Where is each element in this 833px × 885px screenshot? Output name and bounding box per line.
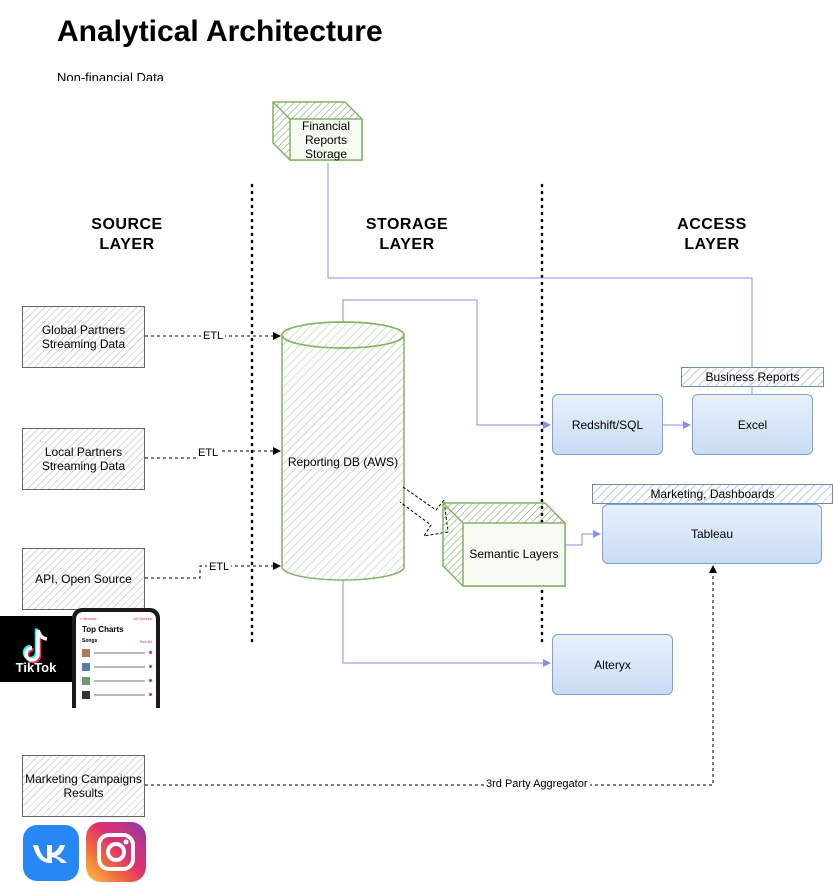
semantic-layer-label[interactable]: Semantic Layers xyxy=(469,547,559,561)
source-local-partners[interactable]: Local Partners Streaming Data xyxy=(22,428,145,490)
access-layer-heading: ACCESS LAYER xyxy=(677,216,747,253)
page-title: Analytical Architecture xyxy=(57,15,383,48)
reporting-db-label[interactable]: Reporting DB (AWS) xyxy=(287,455,399,469)
edge-db-semantic xyxy=(399,486,449,537)
instagram-icon xyxy=(86,822,146,882)
reporting-db-cylinder xyxy=(281,321,405,581)
instagram-camera-icon xyxy=(97,833,135,871)
edge-semantic-tableau xyxy=(565,530,601,546)
aggregator-label: 3rd Party Aggregator xyxy=(484,778,590,791)
edge-marketing-tableau xyxy=(145,565,717,786)
etl-label-global: ETL xyxy=(201,330,226,343)
source-global-partners[interactable]: Global Partners Streaming Data xyxy=(22,306,145,368)
edge-db-redshift xyxy=(342,299,551,429)
business-reports-band: Business Reports xyxy=(681,367,824,387)
vk-logo: VK xyxy=(23,825,79,881)
edge-db-alteryx xyxy=(342,580,551,667)
phone-nav-back: < Browse xyxy=(80,616,97,621)
edge-financial-excel xyxy=(327,163,753,394)
phone-section: Songs xyxy=(82,638,98,644)
etl-edge-api xyxy=(145,562,281,579)
page-subtitle: Non-financial Data xyxy=(57,70,164,81)
source-marketing-campaigns[interactable]: Marketing Campaigns Results xyxy=(22,755,145,817)
phone-screenshot: < Browse All Genres Top Charts Songs See… xyxy=(72,608,160,708)
etl-label-local: ETL xyxy=(196,447,221,460)
financial-storage-label[interactable]: Financial Reports Storage xyxy=(301,118,351,161)
redshift-sql-box[interactable]: Redshift/SQL xyxy=(552,394,663,455)
vk-icon xyxy=(33,845,67,863)
marketing-dashboards-band: Marketing, Dashboards xyxy=(592,484,833,504)
list-item xyxy=(82,690,152,699)
tiktok-note-icon xyxy=(22,628,48,664)
phone-nav-genres: All Genres xyxy=(133,616,152,621)
alteryx-box[interactable]: Alteryx xyxy=(552,634,673,695)
list-item xyxy=(82,676,152,685)
list-item xyxy=(82,662,152,671)
tiktok-wordmark: TikTok xyxy=(15,660,57,675)
phone-screen: < Browse All Genres Top Charts Songs See… xyxy=(76,612,156,708)
phone-header: Top Charts xyxy=(82,625,124,634)
phone-see-all: See All xyxy=(139,639,152,644)
phone-song-list xyxy=(82,648,152,704)
tiktok-logo: TikTok xyxy=(0,616,72,682)
storage-layer-heading: STORAGE LAYER xyxy=(365,216,449,253)
source-layer-heading: SOURCE LAYER xyxy=(91,216,163,253)
list-item xyxy=(82,648,152,657)
source-api-open-source[interactable]: API, Open Source xyxy=(22,548,145,610)
financial-storage-cube xyxy=(272,101,363,161)
etl-label-api: ETL xyxy=(207,561,232,574)
semantic-layer-cube xyxy=(442,502,566,587)
excel-box[interactable]: Excel xyxy=(692,394,813,455)
tableau-box[interactable]: Tableau xyxy=(602,504,822,564)
etl-edge-local xyxy=(145,447,281,459)
